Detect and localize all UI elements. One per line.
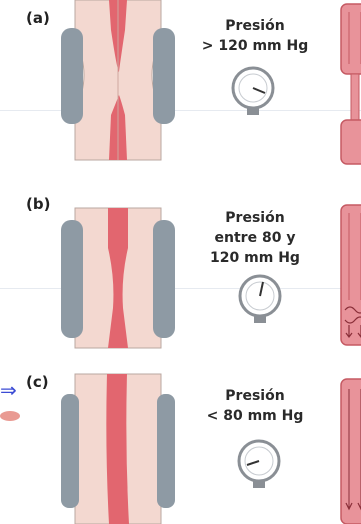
pressure-label-b: Presión entre 80 y 120 mm Hg — [195, 208, 315, 268]
artery-compressed-diagram — [63, 0, 173, 160]
panel-label-b: (b) — [26, 195, 50, 213]
arrow-icon: ⇒ — [0, 378, 17, 402]
vessel-closed-diagram — [337, 4, 361, 164]
vessel-laminar-diagram — [337, 379, 361, 524]
artery-open-diagram — [63, 374, 173, 524]
artery-partial-diagram — [63, 208, 173, 348]
pressure-gauge-icon — [235, 272, 285, 324]
vessel-turbulent-diagram — [337, 205, 361, 355]
pressure-label-c: Presión < 80 mm Hg — [195, 386, 315, 426]
pressure-gauge-icon — [228, 64, 278, 116]
guide-line-top — [0, 110, 361, 111]
pressure-label-a: Presión > 120 mm Hg — [195, 16, 315, 56]
pressure-gauge-icon — [234, 437, 284, 489]
guide-line-middle — [0, 288, 361, 289]
panel-label-c: (c) — [26, 373, 49, 391]
red-blood-cell-icon — [0, 411, 20, 421]
panel-label-a: (a) — [26, 9, 50, 27]
